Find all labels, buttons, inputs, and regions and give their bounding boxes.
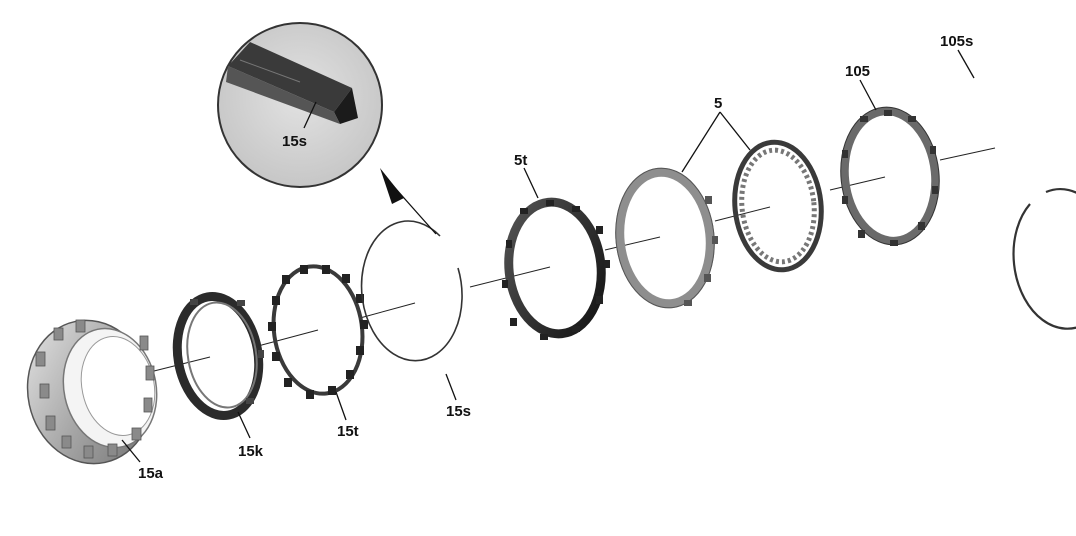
callout-105s: 105s <box>940 33 973 50</box>
callout-15t: 15t <box>337 423 359 440</box>
callout-15a: 15a <box>138 465 164 482</box>
part-15k-ring <box>172 292 264 420</box>
callout-15s: 15s <box>446 403 471 420</box>
detail-bar-section <box>226 42 358 124</box>
callout-5: 5 <box>714 95 722 112</box>
part-15t-disk <box>268 264 368 399</box>
part-15s-snap-ring <box>360 220 463 362</box>
assembly-axis <box>149 147 996 373</box>
callout-15k: 15k <box>238 443 264 460</box>
part-105-plate <box>840 106 940 246</box>
part-5t-disk <box>502 197 610 340</box>
detail-magnifier <box>217 22 437 235</box>
leader-lines <box>121 49 975 463</box>
callout-labels: 15a 15k 15t 15s 5t 5 105 105s 15s <box>138 33 973 482</box>
part-15a-drum <box>26 319 158 465</box>
callout-detail-15s: 15s <box>282 133 307 150</box>
part-105s-snap-ring <box>1012 187 1076 330</box>
callout-105: 105 <box>845 63 870 80</box>
part-5-plate-steel <box>615 167 718 309</box>
part-5-plate-lined <box>732 139 824 273</box>
callout-5t: 5t <box>514 152 527 169</box>
